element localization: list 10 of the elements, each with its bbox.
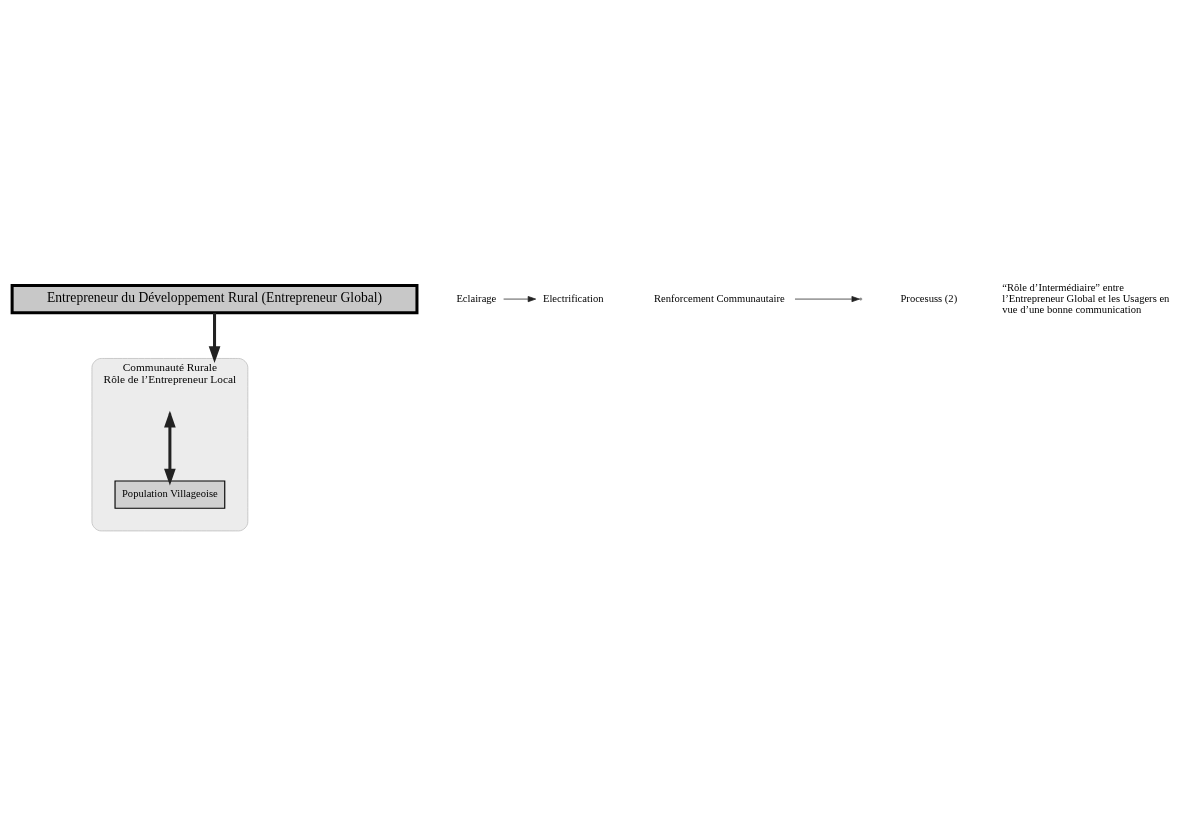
node-text: Electrification	[542, 292, 604, 304]
arrow	[208, 312, 221, 363]
node-box: Entrepreneur du Développement Rural (Entrepreneur Global)	[10, 283, 419, 314]
label: “Rôle d’Intermédiaire” entre l’Entrepreneur Global et les Usagers en vue d’une bonne communication	[1002, 281, 1170, 315]
label: Procesuss (2)	[900, 292, 958, 304]
arrow	[794, 295, 860, 302]
node-text: Eclairage	[456, 292, 497, 304]
node-text: Renforcement Communautaire	[653, 292, 785, 304]
node-box: Population Villageoise	[114, 479, 226, 509]
arrow	[503, 295, 537, 302]
